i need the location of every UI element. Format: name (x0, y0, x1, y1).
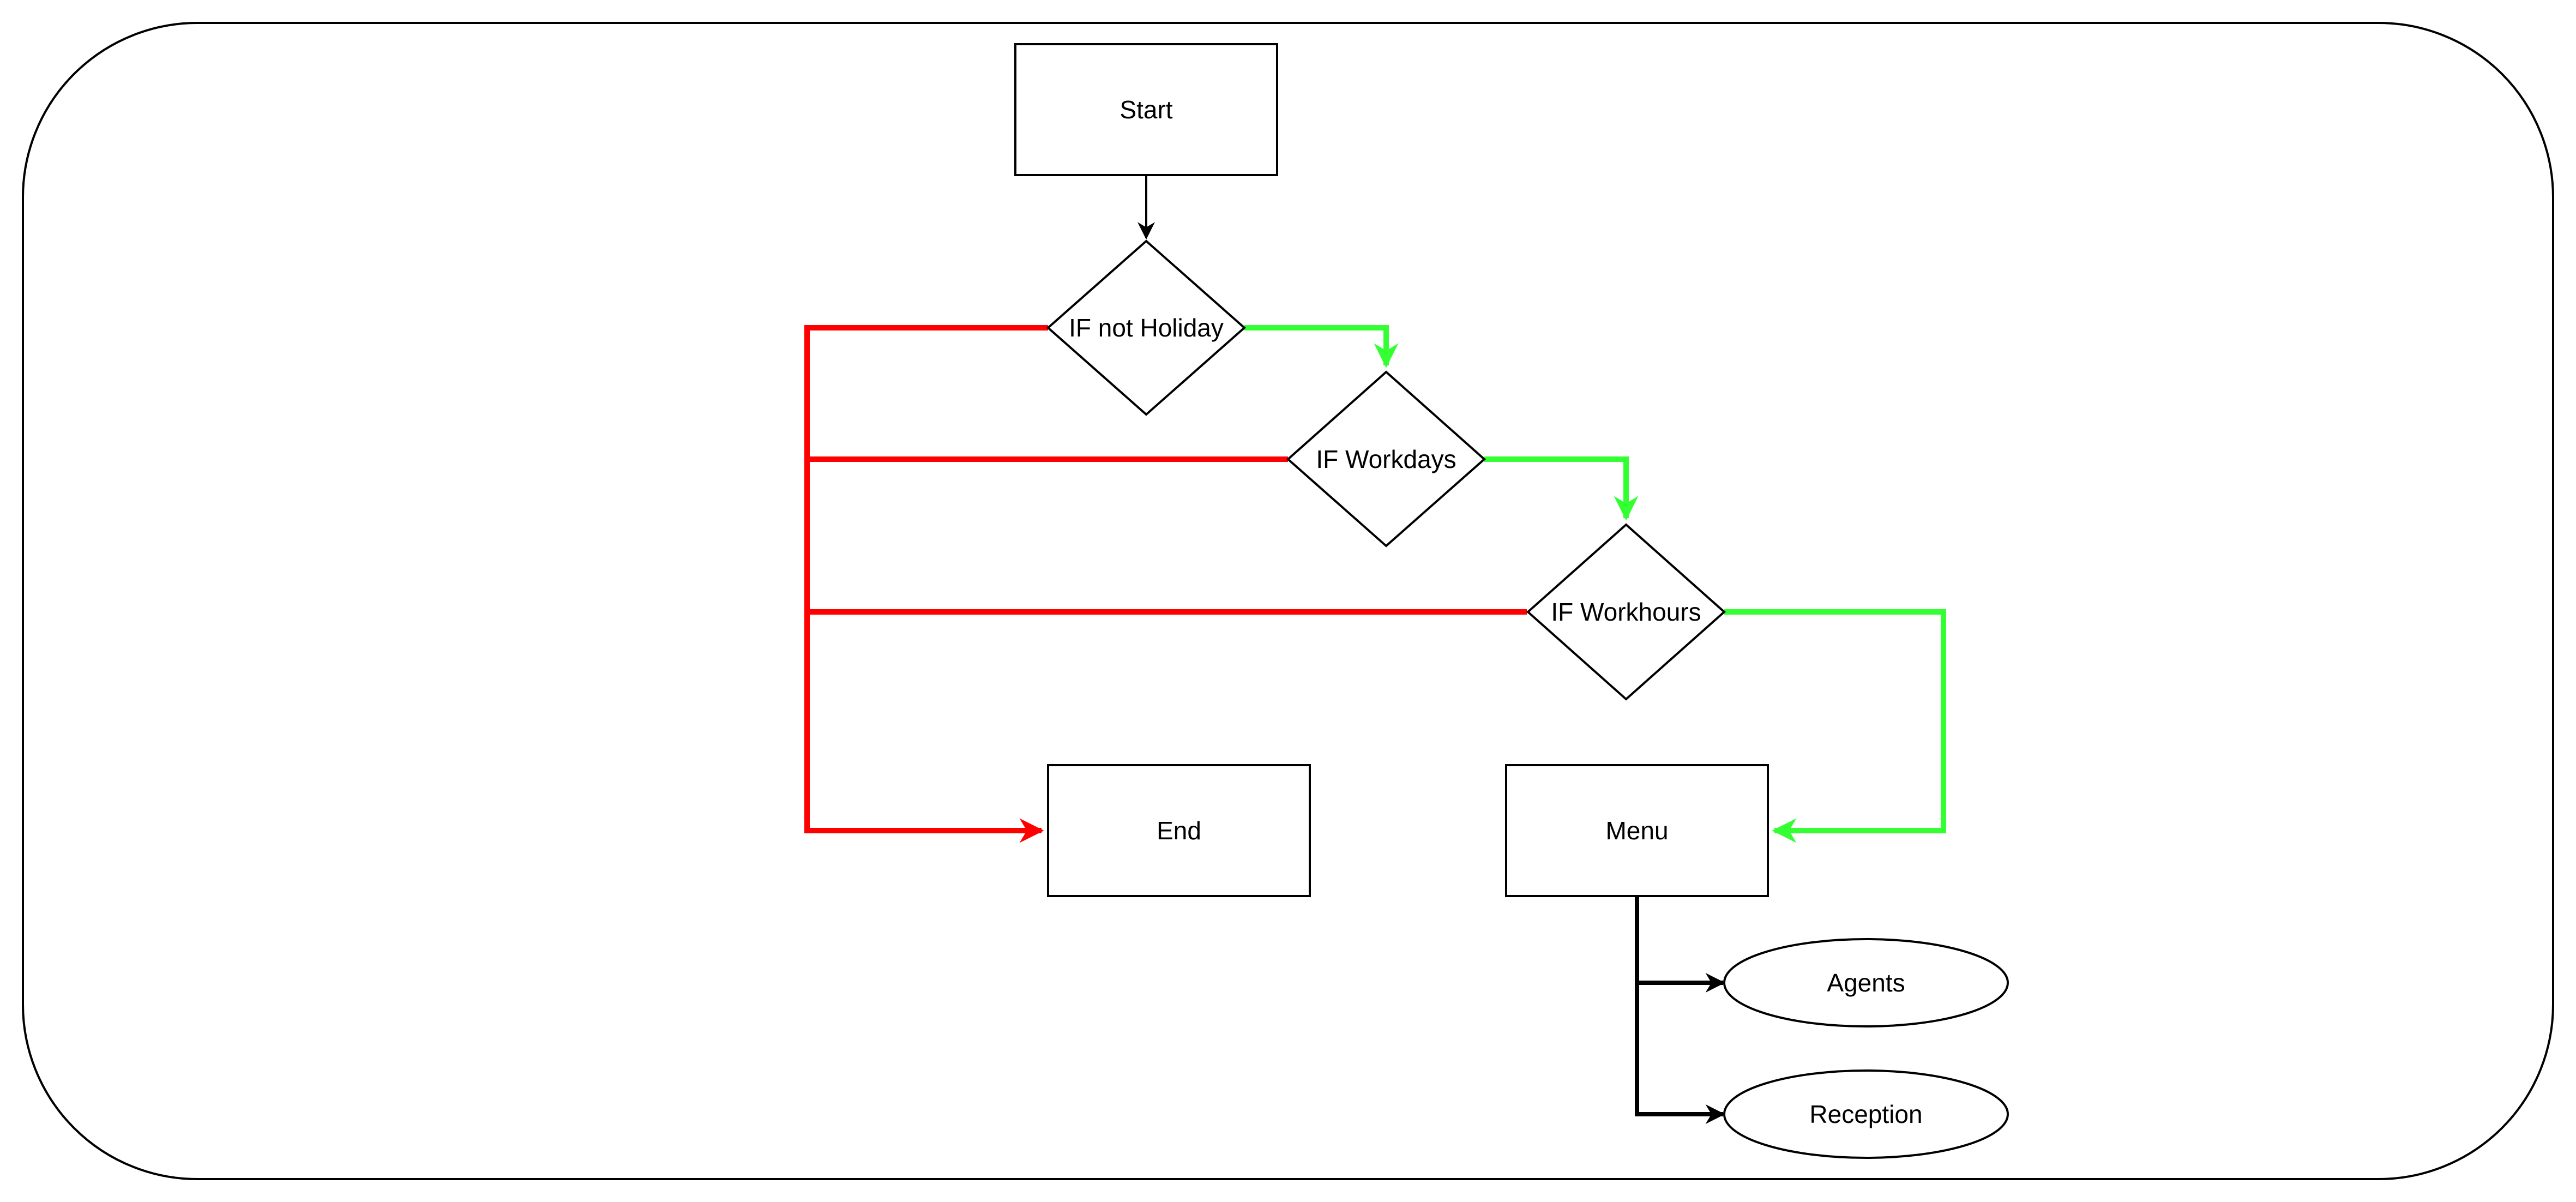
connector-holiday-no-to-end (804, 325, 1048, 843)
node-agents-label: Agents (1827, 969, 1905, 997)
connector-holiday-yes-to-workdays (1244, 325, 1399, 368)
node-menu-label: Menu (1605, 816, 1668, 845)
node-start: Start (1014, 43, 1278, 176)
connector-menu-to-reception (1635, 983, 1725, 1124)
node-if-not-holiday: IF not Holiday (1046, 239, 1247, 416)
node-reception: Reception (1723, 1069, 2009, 1159)
node-agents: Agents (1723, 938, 2009, 1027)
node-if-not-holiday-label: IF not Holiday (1069, 314, 1224, 342)
node-reception-label: Reception (1809, 1100, 1922, 1128)
connectors (804, 176, 1946, 1124)
node-if-workhours: IF Workhours (1526, 523, 1726, 701)
connector-workhours-yes-to-menu (1724, 609, 1946, 843)
connector-workdays-yes-to-workhours (1484, 456, 1639, 521)
node-end: End (1047, 764, 1311, 897)
node-start-label: Start (1120, 95, 1172, 124)
node-if-workhours-label: IF Workhours (1551, 598, 1701, 626)
diagram-container (22, 22, 2554, 1180)
node-menu: Menu (1505, 764, 1769, 897)
node-if-workdays: IF Workdays (1286, 370, 1486, 548)
node-if-workdays-label: IF Workdays (1316, 445, 1456, 473)
node-end-label: End (1157, 816, 1201, 845)
